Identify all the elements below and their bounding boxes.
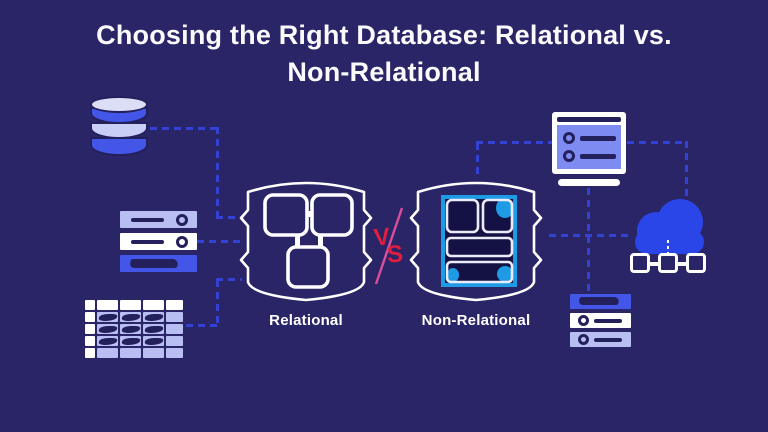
table-cell — [85, 312, 95, 322]
schema-link-horizontal — [306, 211, 313, 217]
table-cell — [97, 324, 118, 334]
table-cell — [143, 336, 164, 346]
non-relational-label: Non-Relational — [421, 312, 531, 329]
cyan-accent — [497, 266, 513, 282]
table-cell — [85, 336, 95, 346]
table-cell — [166, 324, 183, 334]
non-relational-barrel-outline — [409, 181, 543, 302]
table-cell — [97, 336, 118, 346]
connector-server-to-relational — [197, 240, 244, 243]
node-square-icon — [658, 253, 678, 273]
server-bar — [120, 255, 197, 272]
table-cell — [166, 300, 183, 310]
table-cell — [143, 348, 164, 358]
title-line-1: Choosing the Right Database: Relational … — [96, 20, 672, 50]
schema-table-top-left — [263, 193, 309, 237]
table-cell — [85, 300, 95, 310]
table-cell — [166, 312, 183, 322]
monitor-titlebar — [557, 117, 621, 122]
server-stack-left-icon — [120, 211, 197, 277]
node-link — [648, 262, 660, 266]
versus-slash — [374, 207, 404, 285]
document-block-top-left — [445, 198, 480, 234]
table-cell — [85, 324, 95, 334]
non-relational-database-shape — [409, 181, 543, 302]
cylinder-top-ellipse — [90, 96, 148, 113]
document-block-top-right — [481, 198, 514, 234]
server-bar — [570, 332, 631, 347]
table-cell — [166, 336, 183, 346]
connector-cylinder-to-relational — [216, 216, 244, 219]
table-cell — [166, 348, 183, 358]
database-cylinder-icon — [90, 96, 148, 160]
schema-table-bottom — [286, 245, 330, 289]
connector-table-h — [186, 324, 218, 327]
table-cell — [143, 312, 164, 322]
relational-barrel-outline — [239, 181, 373, 302]
versus-letter-s: S — [386, 240, 404, 269]
connector-cylinder-v — [216, 127, 219, 219]
cloud-node-dotted-link — [667, 240, 669, 254]
server-stack-right-icon — [570, 294, 631, 351]
server-bar — [120, 211, 197, 228]
table-cell — [143, 324, 164, 334]
connector-nonrelational-v — [476, 143, 479, 177]
table-cell — [97, 312, 118, 322]
relational-label: Relational — [269, 312, 343, 329]
cyan-accent — [447, 268, 459, 282]
table-cell — [120, 324, 141, 334]
title-line-2: Non-Relational — [287, 57, 481, 87]
table-cell — [97, 300, 118, 310]
cloud-icon — [635, 199, 704, 254]
versus-mark: V S — [372, 204, 408, 288]
monitor-icon — [552, 112, 626, 174]
table-cell — [120, 336, 141, 346]
table-cell — [85, 348, 95, 358]
table-cell — [120, 312, 141, 322]
node-link — [676, 262, 688, 266]
data-table-icon — [85, 300, 183, 358]
node-square-icon — [686, 253, 706, 273]
server-bar — [570, 313, 631, 328]
table-cell — [97, 348, 118, 358]
schema-link-left — [295, 234, 300, 248]
connector-table-to-relational — [216, 278, 242, 281]
server-bar — [570, 294, 631, 309]
monitor-panel — [557, 125, 621, 169]
cylinder-band-bottom — [90, 137, 148, 156]
connector-monitor-to-server — [587, 188, 590, 294]
table-cell — [143, 300, 164, 310]
table-cell — [120, 348, 141, 358]
cyan-accent — [496, 198, 514, 218]
document-block-bottom — [445, 260, 514, 284]
table-cell — [120, 300, 141, 310]
connector-cylinder-h — [150, 127, 218, 130]
connector-monitor-to-cloud-v — [685, 141, 688, 197]
connector-nonrelational-to-monitor — [476, 141, 552, 144]
document-block-middle — [445, 236, 514, 258]
page-title: Choosing the Right Database: Relational … — [0, 17, 768, 91]
node-square-icon — [630, 253, 650, 273]
server-bar — [120, 233, 197, 250]
connector-table-v — [216, 280, 219, 327]
relational-database-shape — [239, 181, 373, 302]
schema-table-top-right — [310, 193, 354, 237]
monitor-base — [558, 179, 620, 186]
schema-link-right — [318, 234, 323, 248]
connector-monitor-to-cloud-h — [627, 141, 688, 144]
